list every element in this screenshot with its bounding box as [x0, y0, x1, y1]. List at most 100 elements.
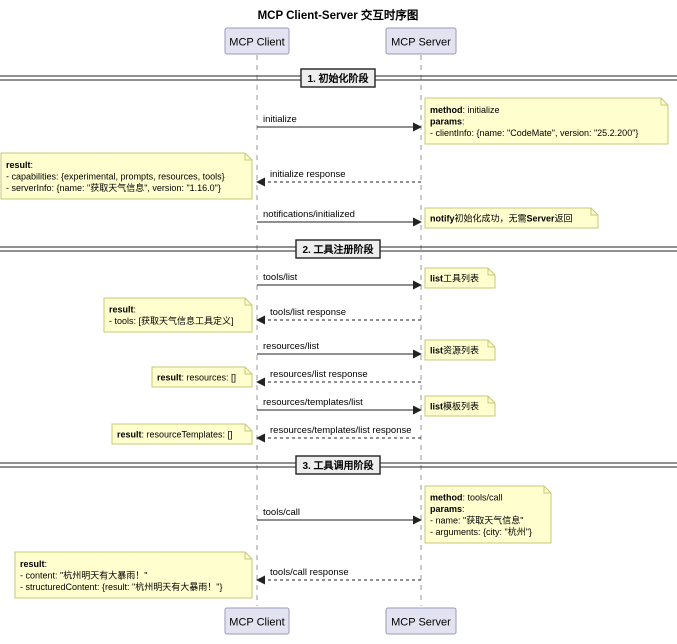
- note-fold: [244, 153, 252, 161]
- message: initialize response: [256, 169, 421, 187]
- note-keyword: params: [430, 116, 462, 126]
- note-text: : resourceTemplates: []: [142, 429, 233, 439]
- participant-box: [385, 607, 457, 635]
- note: result:- tools: [获取天气信息工具定义]: [103, 297, 253, 333]
- note-line: params:: [430, 504, 465, 514]
- message: resources/list response: [256, 369, 421, 387]
- note-keyword: result: [157, 372, 182, 382]
- participant-server-top: MCP Server: [385, 27, 457, 55]
- note-keyword: result: [6, 160, 31, 170]
- note-text: : initialize: [463, 105, 500, 115]
- note-line: result: resources: []: [157, 372, 236, 382]
- note-line: notify初始化成功，无需Server返回: [430, 212, 573, 223]
- note-text: :: [462, 116, 465, 126]
- note-line: list工具列表: [430, 272, 479, 283]
- note-line: method: initialize: [430, 105, 500, 115]
- note-text: - content: "杭州明天有大暴雨！": [20, 569, 147, 580]
- message: resources/templates/list: [257, 397, 422, 415]
- phase-label: 1. 初始化阶段: [307, 72, 368, 85]
- note-line: result:: [109, 305, 136, 315]
- note-keyword: list: [430, 345, 443, 355]
- note-keyword: method: [430, 105, 463, 115]
- note: list工具列表: [424, 267, 496, 289]
- note-box: [151, 366, 253, 388]
- phase-label-box: [295, 455, 381, 475]
- phase-label-box: [300, 68, 376, 88]
- lifelines: [256, 55, 422, 606]
- note-text: 模板列表: [443, 400, 479, 411]
- participant-server-bottom: MCP Server: [385, 607, 457, 635]
- note-keyword: notify: [430, 213, 455, 223]
- message-label: resources/list response: [270, 369, 368, 380]
- note-box: [424, 207, 599, 229]
- message-label: tools/call response: [270, 567, 349, 578]
- note-box: [424, 485, 552, 544]
- participant-label: MCP Client: [229, 617, 284, 629]
- note: notify初始化成功，无需Server返回: [424, 207, 599, 229]
- note-fold: [487, 268, 495, 276]
- message: initialize: [257, 114, 422, 132]
- note-text: : resources: []: [182, 372, 237, 382]
- note-line: - name: "获取天气信息": [430, 515, 523, 526]
- note-line: params:: [430, 116, 465, 126]
- note-text: - arguments: {city: "杭州"}: [430, 526, 532, 537]
- phase-divider: 1. 初始化阶段: [0, 68, 677, 88]
- note-keyword: params: [430, 504, 462, 514]
- note-keyword: result: [20, 559, 45, 569]
- note-line: result:: [6, 160, 33, 170]
- participant-label: MCP Client: [229, 37, 284, 49]
- message-label: tools/list: [263, 272, 298, 283]
- note-line: list资源列表: [430, 344, 479, 355]
- note-text: 工具列表: [443, 272, 479, 283]
- note-line: - serverInfo: {name: "获取天气信息", version: …: [6, 182, 221, 193]
- note-line: - content: "杭州明天有大暴雨！": [20, 569, 147, 580]
- note: result:- capabilities: {experimental, pr…: [0, 152, 253, 200]
- note-fold: [590, 208, 598, 216]
- note-line: method: tools/call: [430, 493, 503, 503]
- note-box: [111, 423, 253, 445]
- note-keyword: result: [117, 429, 142, 439]
- note-box: [424, 97, 669, 145]
- note-fold: [487, 396, 495, 404]
- note: result: resources: []: [151, 366, 253, 388]
- note-box: [103, 297, 253, 333]
- note-text: 初始化成功，无需: [455, 212, 527, 223]
- note-box: [0, 152, 253, 200]
- note-keyword: Server: [527, 213, 556, 223]
- participant-box: [224, 27, 290, 55]
- note-text: :: [462, 504, 465, 514]
- participant-client-bottom: MCP Client: [224, 607, 290, 635]
- message-label: tools/call: [263, 507, 300, 518]
- message: tools/call: [257, 507, 422, 525]
- note-text: - capabilities: {experimental, prompts, …: [6, 171, 225, 181]
- message-label: resources/list: [263, 341, 319, 352]
- note-fold: [660, 98, 668, 106]
- note-text: :: [31, 160, 34, 170]
- note-text: - structuredContent: {result: "杭州明天有大暴雨！…: [20, 581, 222, 592]
- note-line: list模板列表: [430, 400, 479, 411]
- note-text: 资源列表: [443, 344, 479, 355]
- note-text: : tools/call: [463, 493, 503, 503]
- note-fold: [244, 367, 252, 375]
- note-text: :: [45, 559, 48, 569]
- note-line: - clientInfo: {name: "CodeMate", version…: [430, 128, 638, 138]
- diagram-title: MCP Client-Server 交互时序图: [258, 8, 419, 22]
- note-text: - tools: [获取天气信息工具定义]: [109, 315, 234, 326]
- note-fold: [543, 486, 551, 494]
- message: resources/templates/list response: [256, 425, 421, 443]
- message: resources/list: [257, 341, 422, 359]
- note-line: - structuredContent: {result: "杭州明天有大暴雨！…: [20, 581, 222, 592]
- note-fold: [244, 424, 252, 432]
- message-label: resources/templates/list: [263, 397, 363, 408]
- participant-label: MCP Server: [391, 37, 451, 49]
- note-line: - tools: [获取天气信息工具定义]: [109, 315, 234, 326]
- note-line: - arguments: {city: "杭州"}: [430, 526, 532, 537]
- note-text: - name: "获取天气信息": [430, 515, 523, 526]
- note-box: [424, 339, 496, 361]
- note-line: result: resourceTemplates: []: [117, 429, 233, 439]
- note-keyword: result: [109, 305, 134, 315]
